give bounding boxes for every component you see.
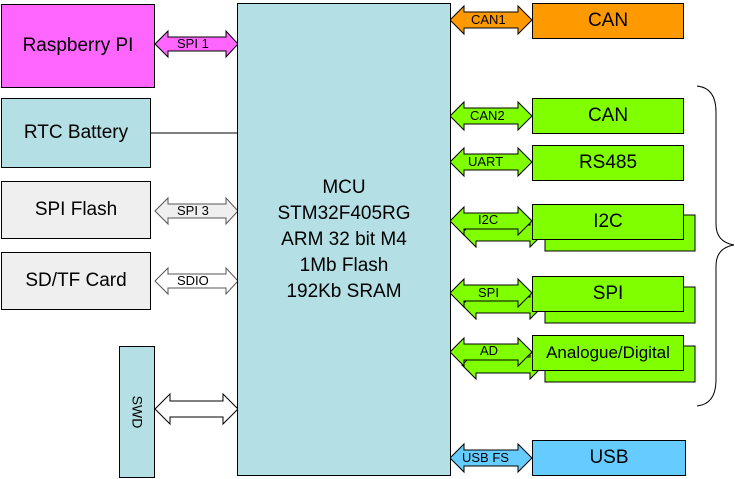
i2c-block-label: I2C bbox=[593, 211, 623, 232]
spi-flash-label: SPI Flash bbox=[34, 199, 118, 220]
analog-block: Analogue/Digital bbox=[532, 335, 684, 371]
mcu-line-4: 1Mb Flash bbox=[299, 254, 389, 276]
rtc-battery-label: RTC Battery bbox=[23, 122, 129, 143]
raspberry-pi-label: Raspberry PI bbox=[22, 35, 134, 56]
sd-card-label: SD/TF Card bbox=[25, 270, 127, 291]
swd-label: SWD bbox=[128, 395, 145, 429]
swd-block: SWD bbox=[119, 346, 155, 478]
mcu-line-3: ARM 32 bit M4 bbox=[281, 228, 407, 250]
spi-block: SPI bbox=[532, 276, 684, 312]
rtc-battery-block: RTC Battery bbox=[1, 98, 151, 168]
rs485-block: RS485 bbox=[532, 145, 684, 181]
analog-block-label: Analogue/Digital bbox=[546, 343, 670, 362]
can2-link-label: CAN2 bbox=[470, 108, 505, 123]
spi-flash-block: SPI Flash bbox=[1, 181, 151, 239]
uart-link-label: UART bbox=[468, 154, 504, 169]
can1-block: CAN bbox=[532, 3, 684, 39]
raspberry-pi-block: Raspberry PI bbox=[1, 4, 155, 88]
spi-block-label: SPI bbox=[592, 283, 624, 304]
can2-block: CAN bbox=[532, 98, 684, 134]
can1-block-label: CAN bbox=[587, 10, 629, 31]
ad-link-label: AD bbox=[480, 343, 499, 358]
spi1-link-label: SPI 1 bbox=[177, 36, 209, 51]
mcu-line-2: STM32F405RG bbox=[277, 202, 411, 224]
can1-link-label: CAN1 bbox=[471, 12, 506, 27]
mcu-block: MCU STM32F405RG ARM 32 bit M4 1Mb Flash … bbox=[237, 3, 451, 476]
mcu-line-5: 192Kb SRAM bbox=[286, 280, 402, 302]
sdio-link-label: SDIO bbox=[177, 273, 209, 288]
sd-card-block: SD/TF Card bbox=[1, 252, 151, 310]
i2c-link-label: I2C bbox=[478, 212, 499, 227]
group-brace bbox=[696, 85, 735, 407]
spi3-link-label: SPI 3 bbox=[177, 203, 209, 218]
spi-link-label: SPI bbox=[478, 285, 499, 300]
usb-link-label: USB FS bbox=[462, 450, 509, 465]
swd-arrow bbox=[154, 392, 239, 426]
i2c-block: I2C bbox=[532, 204, 684, 240]
usb-block-label: USB bbox=[589, 447, 629, 468]
mcu-line-1: MCU bbox=[322, 176, 366, 198]
rs485-block-label: RS485 bbox=[578, 152, 638, 173]
can2-block-label: CAN bbox=[587, 105, 629, 126]
usb-block: USB bbox=[532, 440, 686, 476]
